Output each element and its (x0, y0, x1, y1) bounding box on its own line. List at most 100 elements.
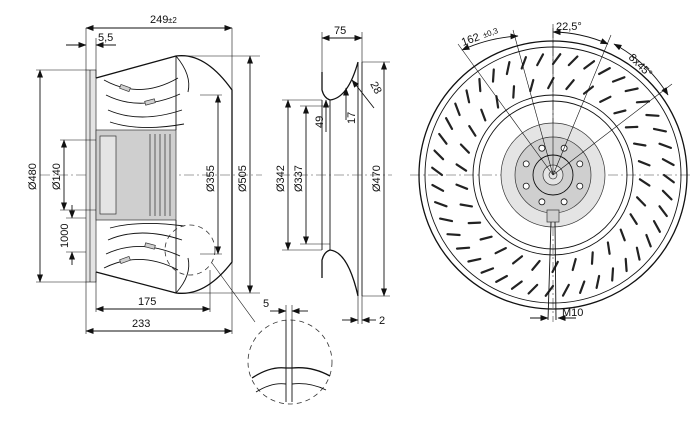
blade (431, 166, 444, 177)
blade (578, 280, 586, 294)
detail-dim-gap: 5 (263, 298, 269, 310)
side-dim-overall-depth-tol: ±2 (168, 16, 177, 25)
detail-leader (211, 262, 256, 323)
front-view: 162 ±0,3 22,5° 8x45° M10 (410, 21, 690, 322)
blade (624, 125, 639, 129)
blade (547, 76, 555, 90)
blade (439, 217, 454, 223)
blade (495, 274, 508, 283)
blade (590, 251, 594, 265)
mounting-hole (576, 182, 584, 190)
blade (611, 267, 615, 282)
bolt-circle-radial-1 (457, 43, 554, 176)
nozzle-dim-radius: 28 (367, 80, 383, 96)
blade (454, 102, 461, 117)
nozzle-dim-throat-diameter: Ø337 (293, 165, 305, 192)
nozzle-dim-lip-2: 17 (346, 112, 358, 124)
mounting-hole (538, 144, 546, 152)
side-dim-base-depth: 175 (138, 296, 156, 308)
angle-ray-2 (552, 34, 612, 176)
side-dim-flange-thickness: 5,5 (98, 32, 113, 44)
blade (658, 205, 668, 218)
blade (455, 163, 468, 172)
blade (434, 201, 448, 208)
blade (658, 142, 673, 149)
blade (467, 221, 482, 225)
nozzle-dim-lip: 49 (314, 116, 326, 128)
side-dim-cable-length: 1000 (59, 224, 71, 248)
front-dim-bolt-circle-tol: ±0,3 (482, 26, 500, 40)
mounting-hole (522, 182, 530, 190)
blade (635, 196, 647, 207)
nozzle-dim-depth: 75 (334, 25, 346, 37)
mounting-hole (576, 160, 584, 168)
nozzle-lip-lower (321, 249, 359, 297)
blade (438, 132, 448, 145)
blade (624, 257, 628, 273)
side-dim-outer-diameter: Ø480 (27, 163, 39, 190)
blade (632, 142, 647, 147)
cable (547, 221, 557, 321)
blade (611, 76, 626, 83)
dim-arc-angle (552, 29, 609, 45)
blade (661, 158, 675, 167)
blade (662, 173, 675, 184)
front-dim-angle: 22,5° (556, 21, 582, 33)
side-dim-inlet-diameter: Ø355 (205, 165, 217, 192)
blade (645, 113, 660, 117)
motor-rear-cap (99, 135, 117, 215)
blade (606, 241, 611, 255)
blade (479, 235, 493, 241)
blade (455, 183, 469, 190)
detail-circle (247, 319, 333, 405)
blade (629, 213, 638, 225)
blade (433, 149, 445, 161)
blade (510, 280, 523, 290)
blade (531, 259, 541, 271)
blade (468, 124, 477, 137)
side-extension-lines (36, 28, 260, 334)
blade (455, 246, 471, 250)
holes-angle-ray (552, 83, 673, 176)
side-dim-overall-depth: 249 (150, 14, 168, 26)
blade (480, 267, 495, 274)
mounting-hole (560, 198, 568, 206)
side-dim-hub-diameter: Ø140 (51, 163, 63, 190)
blade (536, 53, 545, 67)
blade (544, 284, 555, 297)
inlet-lip-upper (175, 55, 190, 93)
cable-gland (546, 209, 560, 223)
blade (446, 233, 461, 237)
blade (645, 233, 652, 248)
nozzle-dim-wall: 2 (379, 315, 385, 327)
detail-view: 5 (247, 298, 333, 405)
blade (613, 109, 627, 115)
detail-lip-inner (255, 383, 327, 393)
blade (520, 55, 528, 70)
mounting-holes (522, 144, 584, 206)
detail-marker-circle (164, 224, 216, 276)
nozzle-view: 75 28 Ø342 Ø337 49 17 Ø470 2 (275, 25, 392, 327)
nozzle-dim-inner-diameter: Ø342 (275, 165, 287, 192)
impeller-blades-lower (103, 222, 185, 271)
blade (652, 220, 662, 233)
blade (561, 283, 570, 297)
blade (637, 160, 651, 167)
nozzle-lip-upper (321, 61, 359, 101)
blade (529, 78, 535, 93)
blade (551, 53, 562, 66)
front-dim-bolt-circle: 162 (460, 31, 481, 49)
side-dim-total-depth: 233 (132, 318, 150, 330)
blade (445, 117, 454, 130)
blade (624, 87, 639, 93)
blade (583, 60, 596, 70)
front-dim-thread: M10 (562, 307, 583, 319)
blade (527, 283, 539, 295)
blade (480, 108, 487, 122)
side-view: 249 ±2 5,5 Ø480 Ø140 1000 Ø355 Ø505 175 … (27, 14, 262, 334)
blade (661, 189, 673, 201)
blade (495, 95, 500, 109)
blade (478, 77, 482, 93)
bolt-circle-radial-2 (512, 29, 554, 176)
